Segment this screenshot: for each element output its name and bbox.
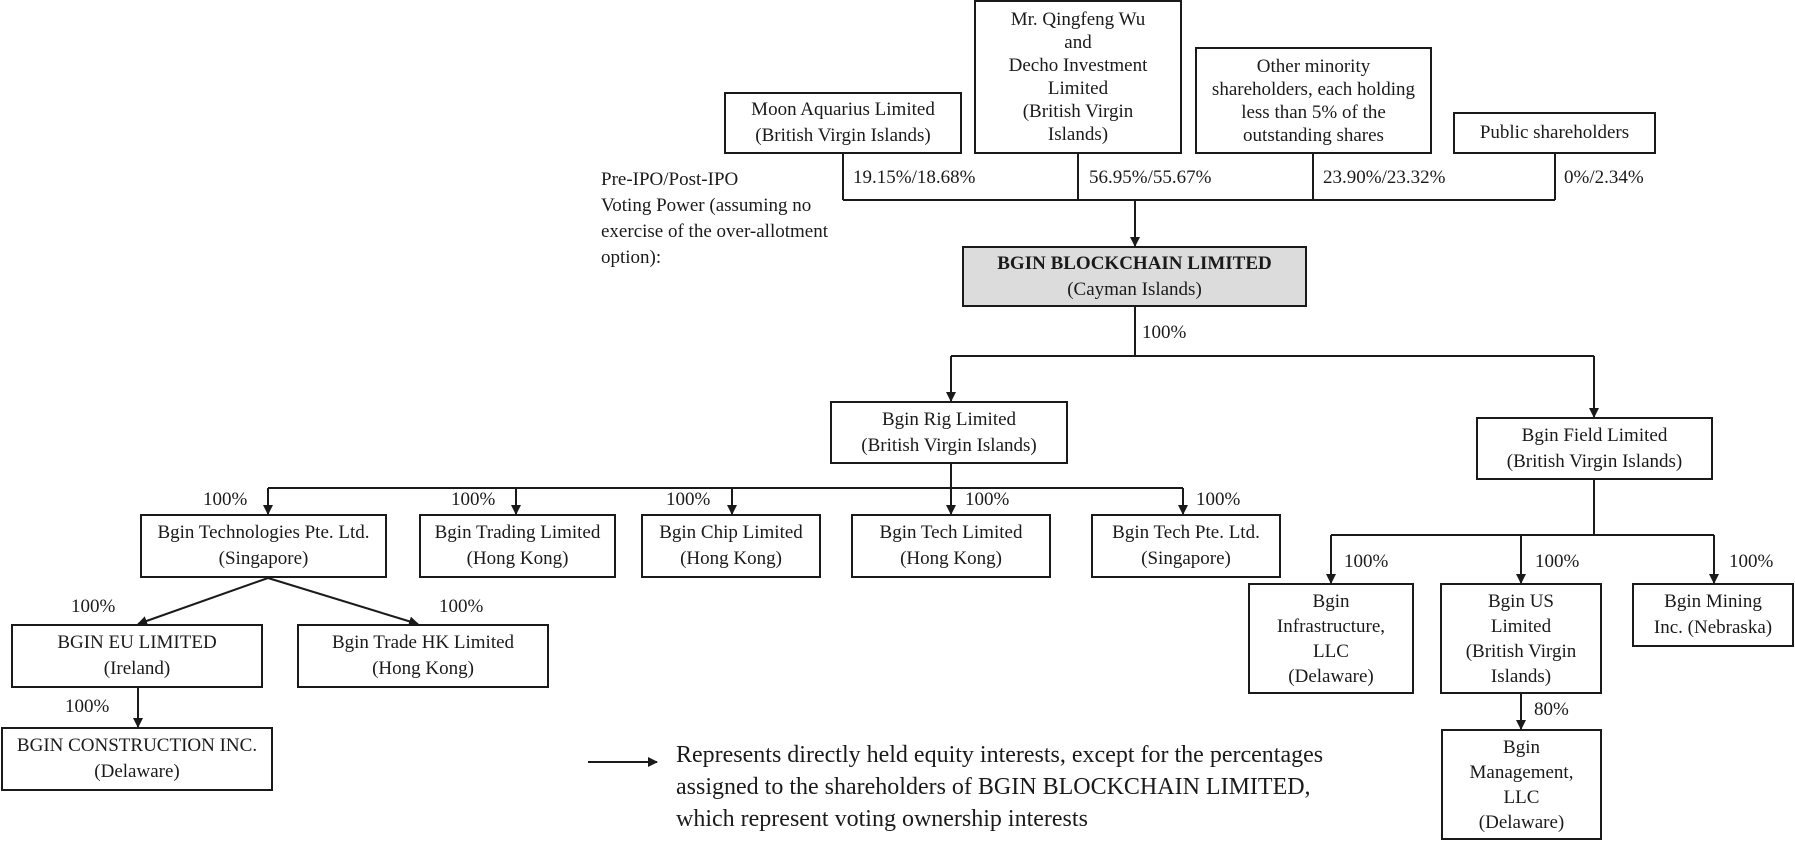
voting-pct-public: 0%/2.34%: [1564, 167, 1644, 188]
arrow-to-trade-hk: [267, 577, 419, 627]
pct-trading-hk: 100%: [451, 489, 496, 510]
entity-bgin-tech-hk: Bgin Tech Limited (Hong Kong): [851, 514, 1051, 578]
voting-pct-minority: 23.90%/23.32%: [1323, 167, 1446, 188]
arrow-to-eu: [137, 577, 269, 626]
voting-pct-moon: 19.15%/18.68%: [853, 167, 976, 188]
shareholder-moon-aquarius: Moon Aquarius Limited (British Virgin Is…: [724, 92, 962, 154]
entity-bgin-trading: Bgin Trading Limited (Hong Kong): [419, 514, 616, 578]
pct-parent-subs: 100%: [1142, 322, 1187, 343]
entity-bgin-rig: Bgin Rig Limited (British Virgin Islands…: [830, 401, 1068, 464]
entity-bgin-eu: BGIN EU LIMITED (Ireland): [11, 624, 263, 688]
entity-bgin-infrastructure: Bgin Infrastructure, LLC (Delaware): [1248, 583, 1414, 694]
pct-construction: 100%: [65, 696, 110, 717]
pct-eu: 100%: [71, 596, 116, 617]
pct-tech-pte: 100%: [1196, 489, 1241, 510]
shareholder-public: Public shareholders: [1453, 112, 1656, 154]
pct-trade-hk: 100%: [439, 596, 484, 617]
entity-bgin-management: Bgin Management, LLC (Delaware): [1441, 729, 1602, 840]
pct-infra: 100%: [1344, 551, 1389, 572]
pct-tech-sg-pte: 100%: [203, 489, 248, 510]
entity-bgin-construction: BGIN CONSTRUCTION INC. (Delaware): [1, 727, 273, 791]
pct-chip-hk: 100%: [666, 489, 711, 510]
entity-bgin-trade-hk: Bgin Trade HK Limited (Hong Kong): [297, 624, 549, 688]
entity-bgin-technologies-pte: Bgin Technologies Pte. Ltd. (Singapore): [140, 514, 387, 578]
voting-power-label: Pre-IPO/Post-IPO Voting Power (assuming …: [601, 169, 828, 268]
shareholder-qingfeng-wu: Mr. Qingfeng Wu and Decho Investment Lim…: [974, 0, 1182, 154]
parent-bgin-blockchain: BGIN BLOCKCHAIN LIMITED (Cayman Islands): [962, 246, 1307, 307]
pct-us: 100%: [1535, 551, 1580, 572]
pct-mgmt: 80%: [1534, 699, 1569, 720]
entity-bgin-tech-pte: Bgin Tech Pte. Ltd. (Singapore): [1091, 514, 1281, 578]
pct-mining: 100%: [1729, 551, 1774, 572]
entity-bgin-us: Bgin US Limited (British Virgin Islands): [1440, 583, 1602, 694]
legend-text: Represents directly held equity interest…: [676, 742, 1324, 832]
entity-bgin-field: Bgin Field Limited (British Virgin Islan…: [1476, 417, 1713, 480]
shareholder-other-minority: Other minority shareholders, each holdin…: [1195, 47, 1432, 154]
entity-bgin-mining: Bgin Mining Inc. (Nebraska): [1632, 583, 1794, 647]
entity-bgin-chip: Bgin Chip Limited (Hong Kong): [641, 514, 821, 578]
pct-tech-hk: 100%: [965, 489, 1010, 510]
voting-pct-wu: 56.95%/55.67%: [1089, 167, 1212, 188]
